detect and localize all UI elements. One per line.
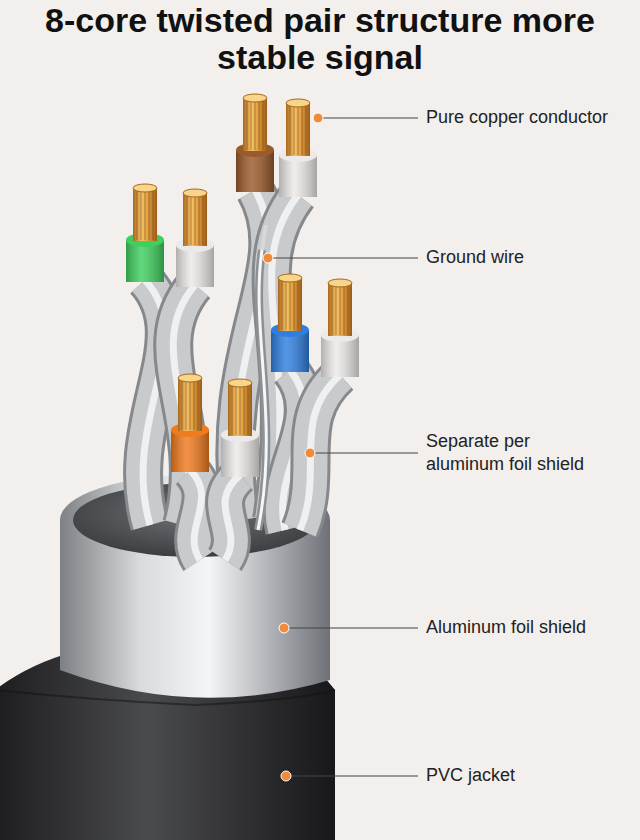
conductors xyxy=(126,94,359,477)
part-label: PVC jacket xyxy=(426,764,515,787)
part-label: Separate per aluminum foil shield xyxy=(426,430,606,477)
ground-wire-tip xyxy=(262,225,266,250)
part-label: Ground wire xyxy=(426,246,524,269)
part-label: Pure copper conductor xyxy=(426,106,608,129)
leader-lines xyxy=(268,118,418,776)
title: 8-core twisted pair structure more stabl… xyxy=(25,2,615,77)
leader-dots xyxy=(263,113,323,781)
part-label: Aluminum foil shield xyxy=(426,616,586,639)
twisted-pairs xyxy=(143,190,340,560)
